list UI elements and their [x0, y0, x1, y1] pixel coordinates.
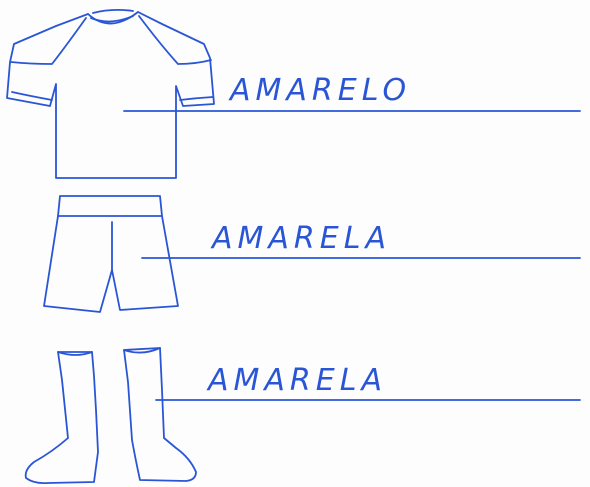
shorts-icon	[43, 195, 179, 313]
socks-color-label: AMARELA	[206, 363, 387, 398]
shorts-color-label: AMARELA	[210, 221, 391, 256]
shirt-icon	[6, 8, 215, 179]
socks-icon	[24, 347, 197, 485]
shirt-color-label: AMARELO	[228, 73, 411, 108]
